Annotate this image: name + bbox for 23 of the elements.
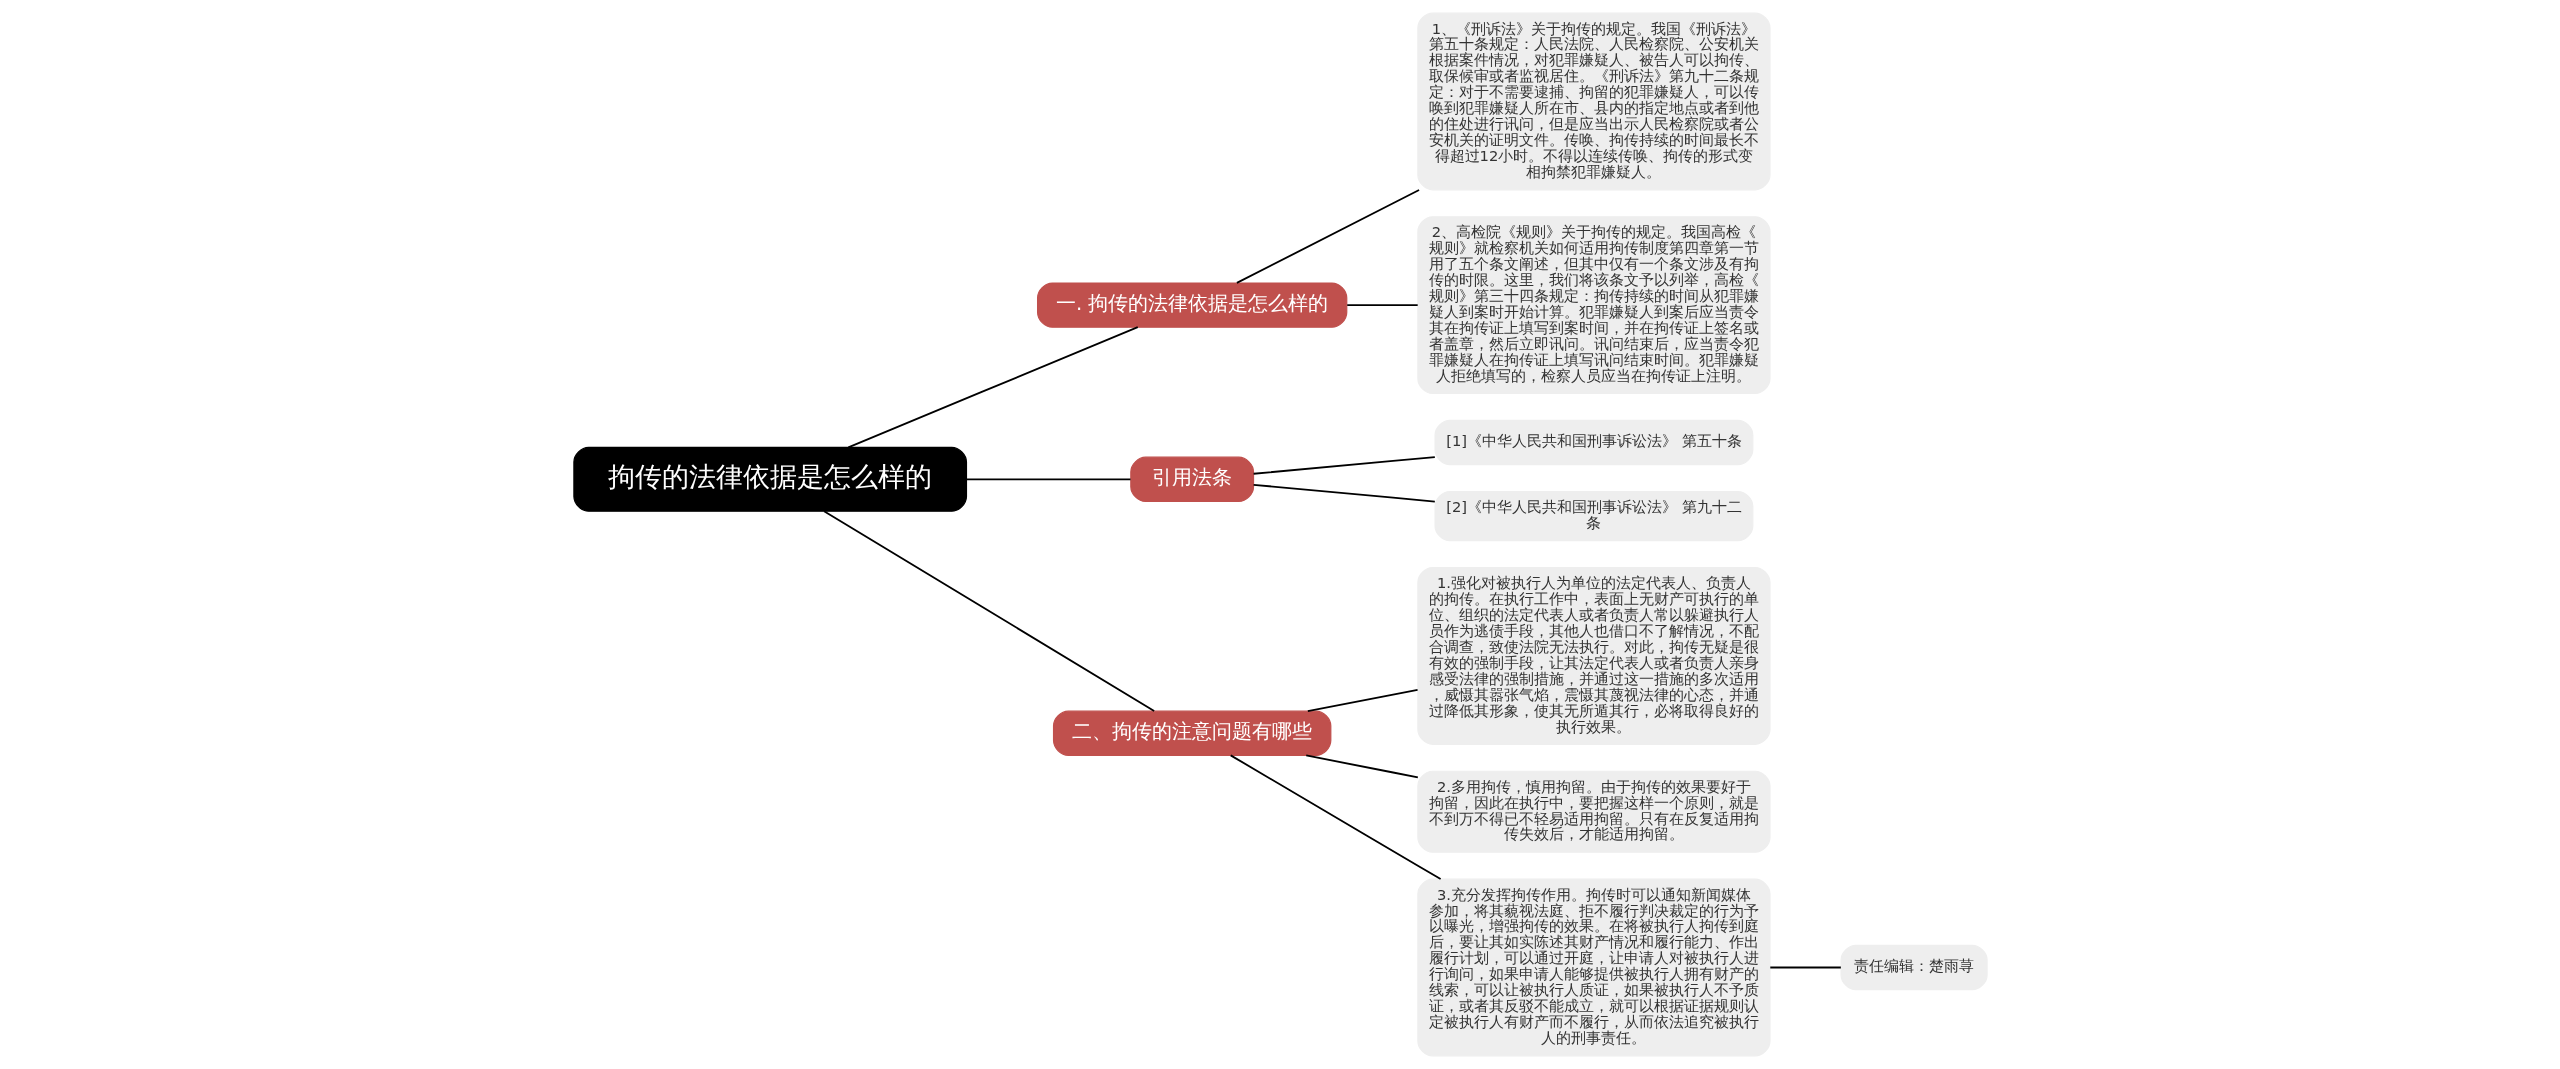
- connector: [1235, 189, 1420, 284]
- node-box: [1]《中华人民共和国刑事诉讼法》 第五十条: [1433, 419, 1753, 466]
- connector: [1252, 456, 1436, 475]
- connector: [1304, 754, 1419, 779]
- node-box: 拘传的法律依据是怎么样的: [572, 446, 967, 512]
- node-box: 1、《刑诉法》关于拘传的规定。我国《刑诉法》第五十条规定：人民法院、人民检察院、公安机关根据案件情况，对犯罪嫌疑人、被告人可以拘传、取保候审或者监视居住。《刑诉法》第九十二条规定：对于不需要逮捕、拘留的犯罪嫌疑人，可以传唤到犯罪嫌疑人所在市、县内的指定地点或者到他的住处进行讯问，但是应当出示人民检察院或者公安机关的证明文件。传唤、拘传持续的时间最长不得超过12小时。不得以连续传唤、拘传的形式变相拘禁犯罪嫌疑人。: [1416, 12, 1771, 191]
- connector: [1229, 754, 1441, 880]
- connector: [822, 510, 1155, 712]
- connector: [965, 478, 1131, 481]
- node-box: 2.多用拘传，慎用拘留。由于拘传的效果要好于拘留，因此在执行中，要把握这样一个原则，就是不到万不得已不轻易适用拘留。只有在反复适用拘传失效后，才能适用拘留。: [1416, 770, 1771, 853]
- node-box: 1.强化对被执行人为单位的法定代表人、负责人的拘传。在执行工作中，表面上无财产可执行的单位、组织的法定代表人或者负责人常以躲避执行人员作为逃债手段，其他人也借口不了解情况，不配合调查，致使法院无法执行。对此，拘传无疑是很有效的强制手段，让其法定代表人或者负责人亲身感受法律的强制措施，并通过这一措施的多次适用，威慑其嚣张气焰，震慑其蔑视法律的心态，并通过降低其形象，使其无所遁其行，必将取得良好的执行效果。: [1416, 567, 1771, 745]
- connector: [1306, 688, 1418, 712]
- connector: [1768, 966, 1842, 969]
- node-box: 2、高检院《规则》关于拘传的规定。我国高检《规则》就检察机关如何适用拘传制度第四章第一节用了五个条文阐述，但其中仅有一个条文涉及有拘传的时限。这里，我们将该条文予以列举，高检《规则》第三十四条规定：拘传持续的时间从犯罪嫌疑人到案时开始计算。犯罪嫌疑人到案后应当责令其在拘传证上填写到案时间，并在拘传证上签名或者盖章，然后立即讯问。讯问结束后，应当责令犯罪嫌疑人在拘传证上填写讯问结束时间。犯罪嫌疑人拒绝填写的，检察人员应当在拘传证上注明。: [1416, 216, 1771, 395]
- node-box: [2]《中华人民共和国刑事诉讼法》 第九十二条: [1433, 490, 1753, 542]
- node-box: 一. 拘传的法律依据是怎么样的: [1036, 282, 1347, 328]
- connector: [1345, 304, 1419, 307]
- node-box: 3.充分发挥拘传作用。拘传时可以通知新闻媒体参加，将其藐视法庭、拒不履行判决裁定的行为予以曝光，增强拘传的效果。在将被执行人拘传到庭后，要让其如实陈述其财产情况和履行能力、作出履行计划，可以通过开庭，让申请人对被执行人进行询问，如果申请人能够提供被执行人拥有财产的线索，可以让被执行人质证，如果被执行人不予质证，或者其反驳不能成立，就可以根据证据规则认定被执行人有财产而不履行，从而依法追究被执行人的刑事责任。: [1416, 878, 1771, 1057]
- connector: [1252, 483, 1436, 503]
- node-box: 责任编辑：楚雨荨: [1840, 944, 1988, 991]
- connector: [846, 326, 1139, 449]
- node-box: 引用法条: [1129, 456, 1254, 502]
- node-box: 二、拘传的注意问题有哪些: [1052, 710, 1331, 756]
